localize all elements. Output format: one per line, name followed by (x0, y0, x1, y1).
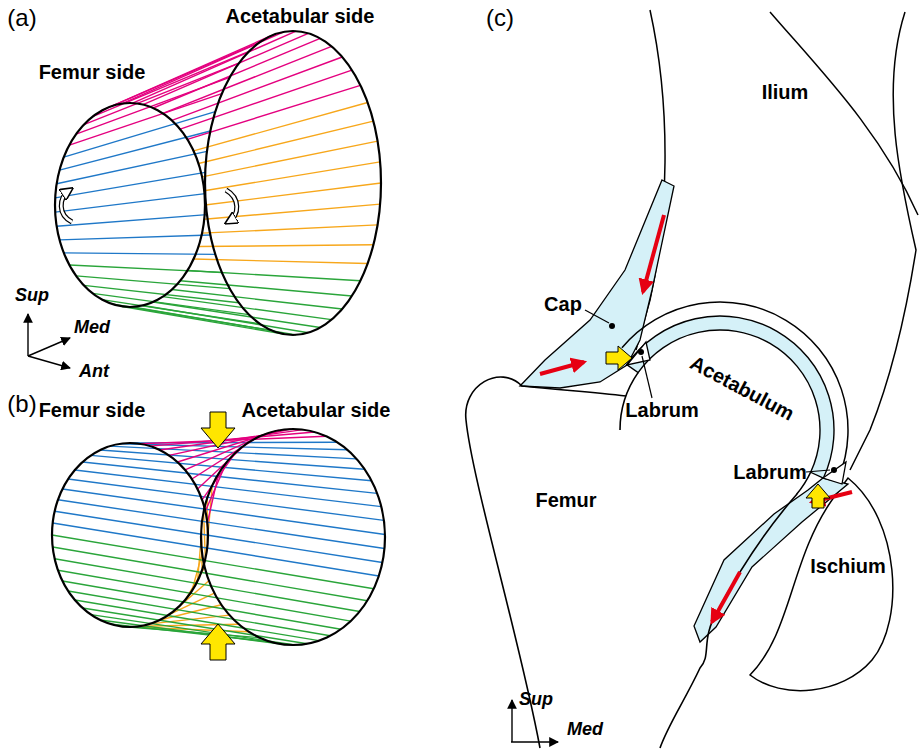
pressure-arrow (806, 484, 830, 508)
fiber-line (207, 473, 218, 523)
fiber-line (68, 591, 330, 636)
leader-line (806, 470, 830, 472)
axis-arrow (511, 700, 512, 742)
axis-label: Med (74, 318, 110, 338)
fiber-line (204, 162, 380, 191)
pelvis-outline (850, 12, 916, 470)
fiber-line (202, 225, 377, 233)
fiber-line (112, 304, 272, 331)
fiber-line (55, 559, 360, 612)
fiber-line (60, 131, 211, 170)
flow-arrow (540, 362, 584, 374)
femur-outline (466, 377, 626, 748)
acetabular-ring (205, 31, 381, 335)
ischium-bone (750, 478, 893, 691)
fiber-line (55, 194, 205, 213)
pressure-arrow (606, 346, 632, 370)
fiber-line (93, 293, 250, 314)
labrum-dot (638, 349, 644, 355)
axis-label: Sup (15, 286, 49, 306)
fiber-line (75, 600, 319, 641)
acetabulum-bone (622, 302, 848, 478)
axis-label: Sup (519, 690, 553, 710)
axis-arrow (511, 741, 558, 742)
fiber-line (202, 141, 377, 177)
panel-label: (c) (486, 5, 514, 31)
part-label: Ischium (810, 555, 886, 577)
fiber-line (60, 235, 211, 240)
fiber-line (199, 121, 374, 163)
twisted-model (52, 429, 385, 645)
flow-arrow (643, 215, 664, 292)
fiber-line (68, 479, 384, 520)
rotation-arrow (61, 190, 72, 222)
panel-label: (b) (7, 391, 36, 417)
joint-space (627, 316, 834, 478)
part-label: Acetabular side (226, 5, 375, 27)
cap-dot (609, 323, 615, 329)
part-label: Labrum (625, 399, 698, 421)
axis-label: Med (567, 720, 603, 740)
leader-line (585, 310, 609, 323)
axis-label: Ant (79, 362, 109, 382)
part-label: Femur (535, 489, 596, 511)
flow-arrow (712, 572, 740, 622)
ilium-outline (770, 12, 918, 215)
part-label: Acetabular side (242, 399, 391, 421)
fiber-line (62, 489, 385, 534)
fiber-line (172, 57, 342, 120)
fiber-line (64, 253, 216, 254)
fiber-line (57, 215, 207, 227)
axis-triad (28, 314, 70, 368)
fiber-line (55, 511, 383, 562)
fiber-line (153, 38, 320, 108)
part-label: Cap (544, 293, 582, 315)
panel-label: (a) (7, 5, 36, 31)
compression-arrow (201, 412, 235, 448)
part-label: Femur side (39, 399, 146, 421)
fiber-line (199, 245, 374, 247)
fiber-line (69, 94, 221, 145)
labrum (627, 342, 650, 365)
fiber-line (58, 500, 385, 549)
rotation-arrow (61, 190, 72, 222)
rotation-arrow (226, 190, 237, 222)
fiber-line (172, 290, 342, 309)
fiber-line (76, 276, 230, 289)
part-label: Femur side (39, 61, 146, 83)
fiber-line (52, 535, 374, 589)
acetabular-ring (201, 429, 385, 645)
fiber-line (180, 70, 352, 129)
labrum (823, 462, 846, 484)
fiber-line (194, 259, 368, 263)
compression-arrow (201, 624, 235, 660)
fiber-line (163, 46, 332, 113)
rotation-arrow (226, 190, 237, 222)
leader-line (642, 356, 652, 398)
femur-ring (55, 103, 205, 307)
fiber-line (55, 172, 205, 197)
part-label: Labrum (733, 461, 806, 483)
fiber-line (57, 151, 207, 183)
fiber-line (102, 300, 260, 324)
labrum-dot (831, 467, 837, 473)
fiber-line (122, 306, 284, 334)
femur-outline (660, 494, 797, 748)
femur-ring (52, 443, 208, 627)
fiber-line (69, 265, 221, 272)
fiber-line (53, 523, 379, 576)
fiber-line (53, 547, 368, 601)
hip-joint (466, 10, 918, 748)
part-label: Ilium (762, 81, 809, 103)
part-label: Acetabulum (686, 351, 797, 424)
